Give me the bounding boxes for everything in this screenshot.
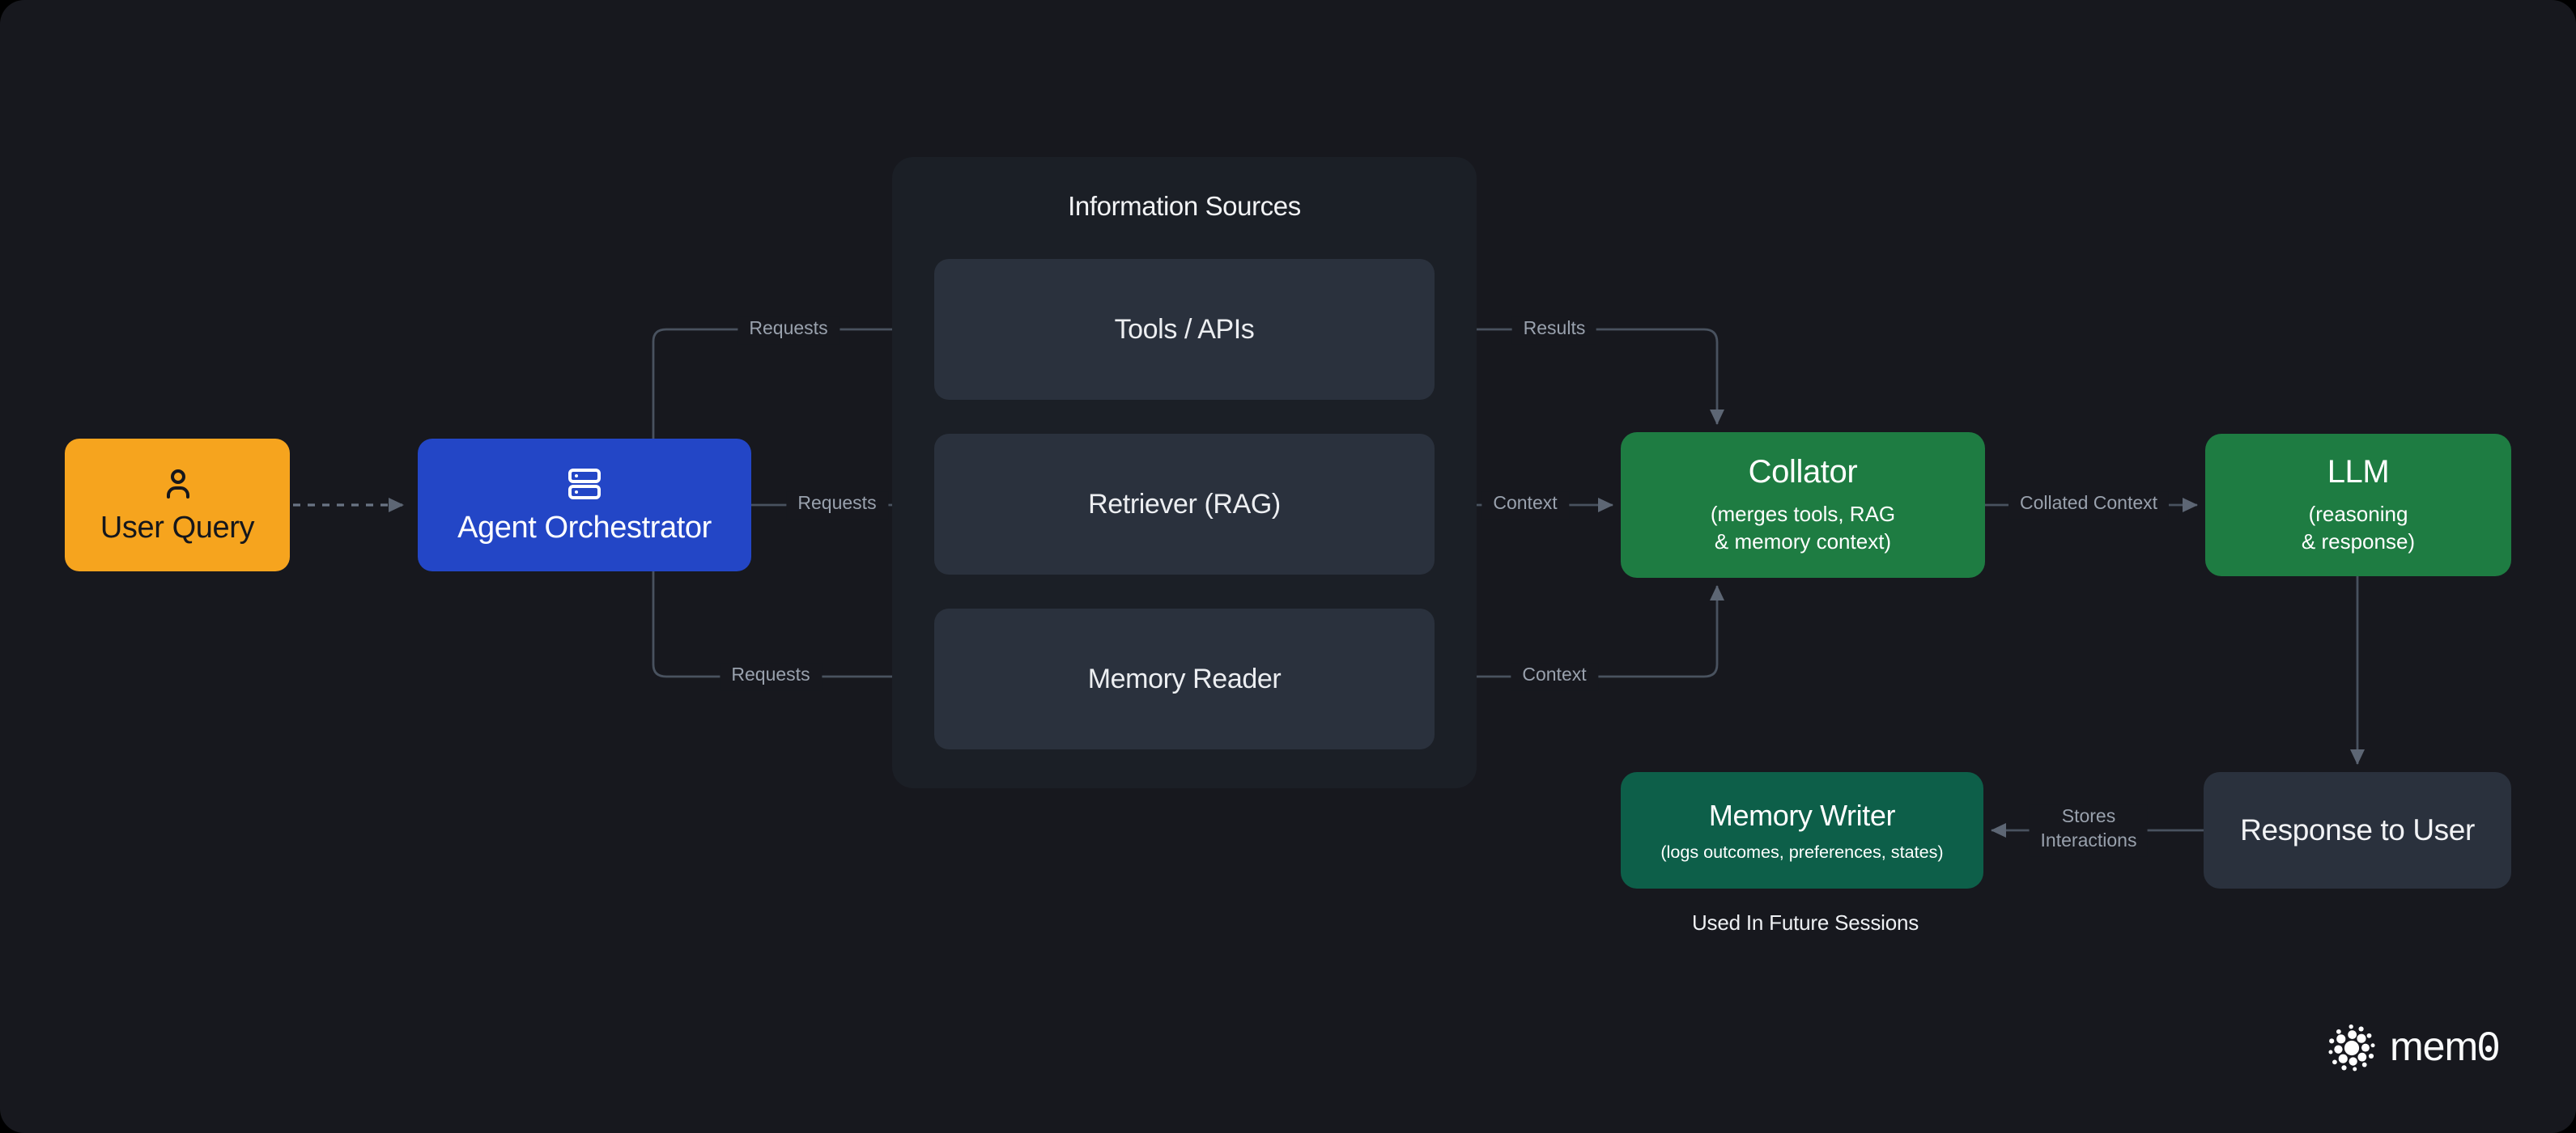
information-sources-title: Information Sources [892, 193, 1477, 223]
node-memory-writer: Memory Writer (logs outcomes, preference… [1621, 772, 1983, 889]
mem0-text-zero: 0 [2477, 1025, 2499, 1071]
llm-title: LLM [2327, 455, 2390, 492]
memory-reader-label: Memory Reader [1088, 663, 1282, 695]
edge-label-context-bottom: Context [1511, 663, 1597, 690]
server-icon [565, 464, 604, 503]
memory-writer-subtitle: (logs outcomes, preferences, states) [1660, 842, 1943, 862]
edge-label-requests-bottom: Requests [720, 663, 821, 690]
edge-label-stores-interactions: Stores Interactions [2030, 804, 2149, 856]
memory-writer-title: Memory Writer [1709, 799, 1895, 833]
mem0-logo-text: mem0 [2390, 1025, 2499, 1071]
agent-orchestrator-label: Agent Orchestrator [457, 511, 712, 546]
collator-title: Collator [1749, 455, 1858, 492]
llm-subtitle: (reasoning & response) [2302, 500, 2415, 556]
node-response-to-user: Response to User [2204, 772, 2511, 889]
node-memory-reader: Memory Reader [934, 609, 1435, 749]
node-user-query: User Query [65, 439, 290, 571]
edge-label-context-mid: Context [1481, 491, 1568, 519]
information-sources-panel: Information Sources Tools / APIs Retriev… [892, 157, 1477, 788]
node-collator: Collator (merges tools, RAG & memory con… [1621, 432, 1985, 578]
collator-subtitle: (merges tools, RAG & memory context) [1711, 500, 1895, 556]
response-to-user-label: Response to User [2240, 813, 2475, 848]
retriever-rag-label: Retriever (RAG) [1088, 488, 1281, 520]
edge-requests-bottom [653, 571, 926, 677]
node-agent-orchestrator: Agent Orchestrator [418, 439, 751, 571]
edge-label-requests-mid: Requests [786, 491, 887, 519]
brand-mem0: mem0 [2327, 1023, 2499, 1073]
user-query-label: User Query [100, 511, 254, 546]
mem0-text-mem: mem [2390, 1025, 2477, 1071]
node-retriever-rag: Retriever (RAG) [934, 434, 1435, 575]
edge-label-requests-top: Requests [738, 316, 839, 344]
node-llm: LLM (reasoning & response) [2205, 434, 2511, 576]
mem0-logo-icon [2327, 1023, 2377, 1073]
edge-requests-top [653, 329, 926, 439]
user-icon [158, 464, 197, 503]
edge-label-collated-context: Collated Context [2009, 491, 2169, 519]
node-tools-apis: Tools / APIs [934, 259, 1435, 400]
edge-label-results: Results [1512, 316, 1597, 344]
tools-apis-label: Tools / APIs [1115, 313, 1255, 346]
future-sessions-note: Used In Future Sessions [1692, 910, 1919, 935]
